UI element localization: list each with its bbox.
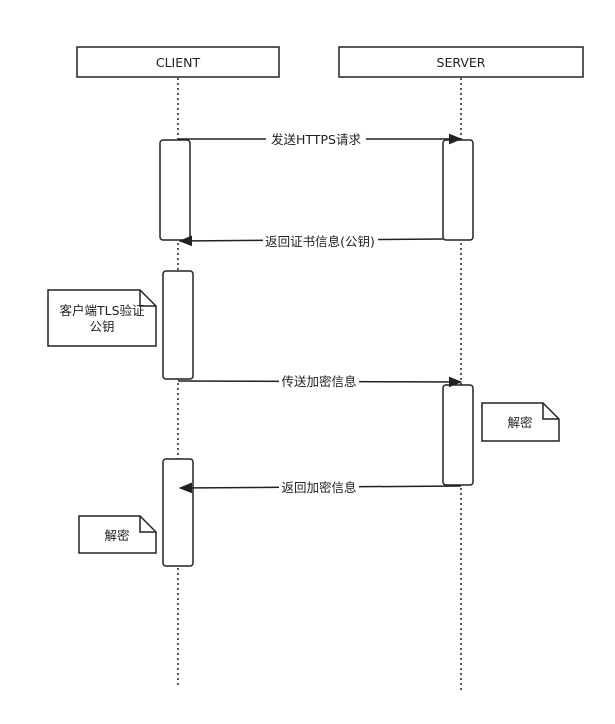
- note-server-decrypt: 解密: [481, 402, 560, 442]
- note-text: 解密: [104, 528, 129, 543]
- message-return-certificate: 返回证书信息(公钥): [178, 233, 444, 249]
- message-send-encrypted: 传送加密信息: [177, 374, 463, 390]
- client-activation-1: [159, 139, 191, 241]
- participant-client-label: CLIENT: [156, 55, 201, 70]
- message-label: 传送加密信息: [281, 374, 356, 389]
- note-text: 解密: [507, 415, 532, 430]
- server-activation-2: [442, 384, 474, 486]
- message-label: 发送HTTPS请求: [271, 132, 361, 147]
- note-line-2: 公钥: [89, 319, 114, 334]
- server-activation-1: [442, 139, 474, 241]
- message-label: 返回证书信息(公钥): [265, 234, 375, 249]
- client-activation-2: [162, 270, 194, 380]
- participant-client: CLIENT: [76, 46, 280, 78]
- participant-server: SERVER: [338, 46, 584, 78]
- client-activation-3: [162, 458, 194, 567]
- message-label: 返回加密信息: [281, 480, 356, 495]
- note-client-decrypt: 解密: [78, 515, 157, 554]
- participant-server-label: SERVER: [437, 55, 486, 70]
- note-line-1: 客户端TLS验证: [59, 303, 145, 318]
- note-client-verify: 客户端TLS验证 公钥: [47, 289, 157, 347]
- message-return-encrypted: 返回加密信息: [178, 480, 462, 496]
- message-send-https-request: 发送HTTPS请求: [178, 131, 463, 147]
